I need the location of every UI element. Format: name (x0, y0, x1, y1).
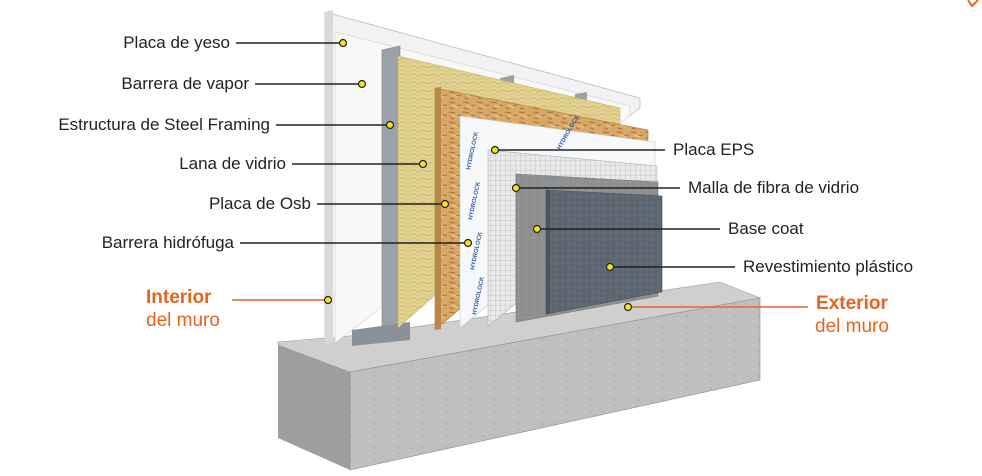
dot-barrera-vapor (357, 79, 367, 89)
dot-malla (511, 183, 521, 193)
exterior-label: Exterior del muro (815, 292, 889, 338)
dot-barrera-hidrofuga (463, 238, 473, 248)
steel-track-bottom (352, 322, 410, 346)
side-leader-lines (232, 299, 808, 308)
dot-placa-osb (440, 199, 450, 209)
dot-exterior (623, 302, 633, 312)
interior-label-bold: Interior (146, 287, 212, 308)
label-barrera-vapor: Barrera de vapor (121, 74, 249, 93)
label-lana-vidrio: Lana de vidrio (179, 154, 286, 173)
concrete-base-front (278, 345, 350, 470)
corner-accent-mark (967, 0, 979, 8)
dot-base-coat (532, 224, 542, 234)
label-revestimiento: Revestimiento plástico (743, 257, 914, 276)
dot-revestimiento (605, 262, 615, 272)
label-malla-fibra: Malla de fibra de vidrio (688, 178, 860, 197)
label-placa-eps: Placa EPS (673, 140, 755, 159)
gypsum-board-edge (325, 10, 333, 345)
plastic-cladding-edge (546, 190, 550, 314)
label-placa-yeso: Placa de yeso (123, 33, 230, 52)
exterior-label-regular: del muro (815, 316, 889, 337)
label-barrera-hidrofuga: Barrera hidrófuga (101, 233, 234, 252)
label-placa-osb: Placa de Osb (208, 194, 311, 213)
interior-label-regular: del muro (146, 310, 220, 331)
dot-lana-vidrio (418, 159, 428, 169)
steel-stud-1 (381, 45, 401, 335)
marker-dots (323, 38, 633, 312)
dot-placa-yeso (338, 38, 348, 48)
concrete-base-side (349, 297, 761, 471)
dot-interior (323, 295, 333, 305)
label-base-coat: Base coat (728, 219, 804, 238)
dot-placa-eps (490, 145, 500, 155)
plastic-cladding (545, 189, 663, 315)
exterior-label-bold: Exterior (816, 293, 888, 314)
dot-steel-framing (385, 120, 395, 130)
osb-board-edge (435, 87, 441, 330)
interior-label: Interior del muro (146, 286, 220, 332)
label-steel-framing: Estructura de Steel Framing (58, 115, 270, 134)
leader-lines (236, 42, 735, 268)
